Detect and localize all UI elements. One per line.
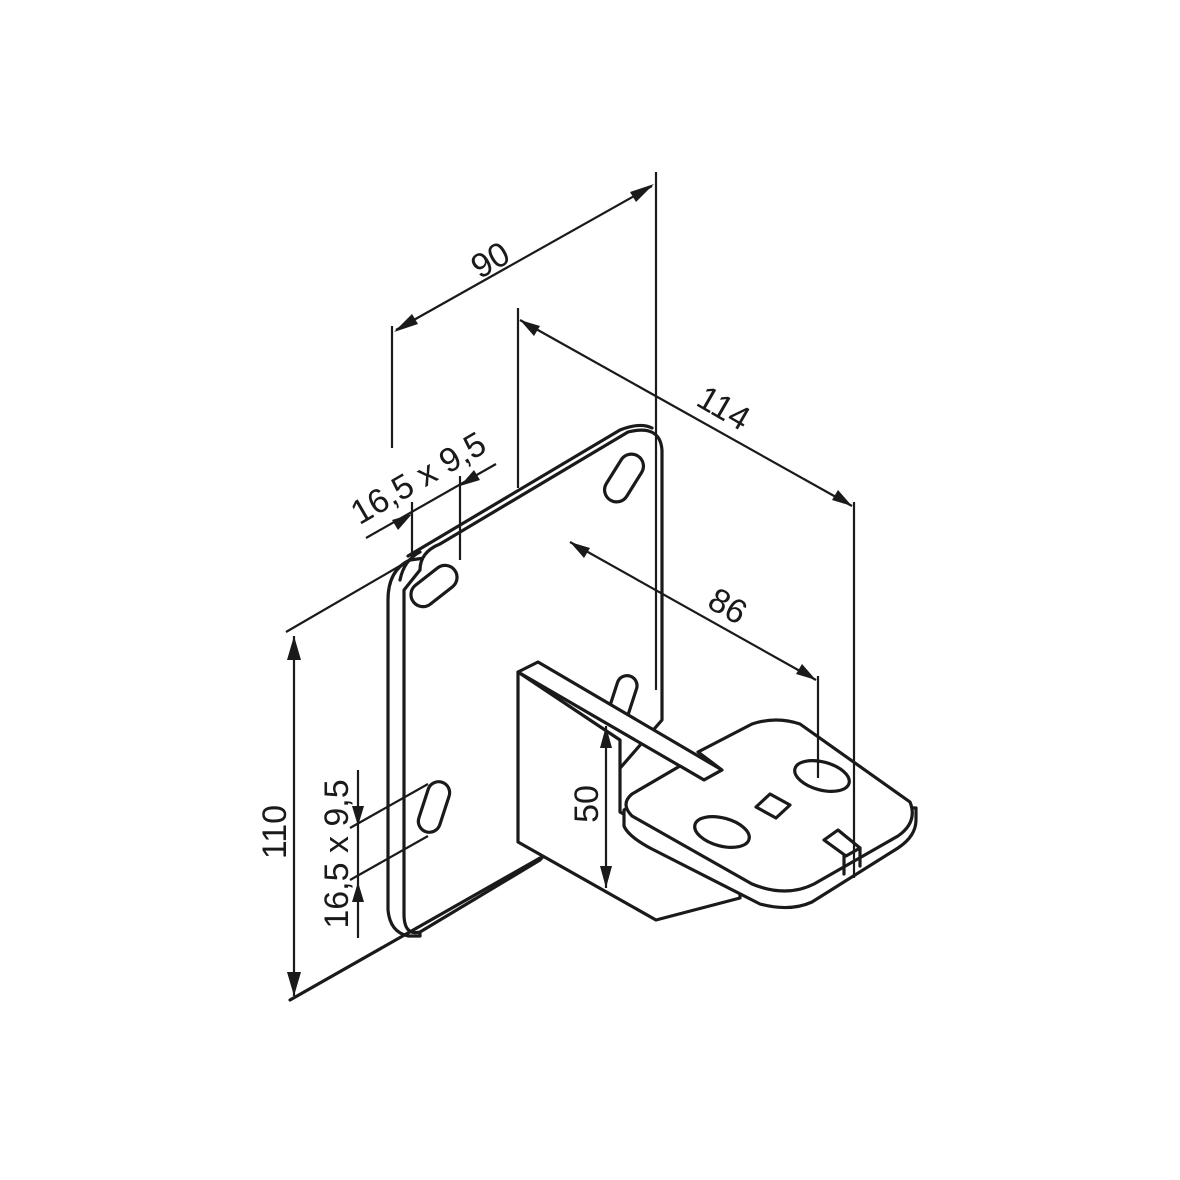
square-hole — [754, 792, 792, 820]
foot-slot-left — [693, 815, 751, 849]
dimension-110: 110 — [256, 559, 411, 996]
dimension-114-label: 114 — [691, 378, 757, 438]
dimension-slot-side-label: 16,5 x 9,5 — [318, 779, 356, 928]
dimension-slot-side: 16,5 x 9,5 — [318, 770, 429, 938]
dimension-50: 50 — [568, 726, 612, 888]
foot-slot-right — [793, 759, 851, 793]
dimension-110-label: 110 — [256, 805, 294, 859]
dimension-90-label: 90 — [465, 235, 517, 287]
foot-plate — [622, 718, 918, 910]
dimension-50-label: 50 — [568, 785, 606, 823]
dimension-86-label: 86 — [702, 581, 754, 633]
slot-bottom-left — [416, 780, 452, 834]
slot-top-left — [409, 563, 459, 609]
slot-top-right — [602, 452, 646, 504]
